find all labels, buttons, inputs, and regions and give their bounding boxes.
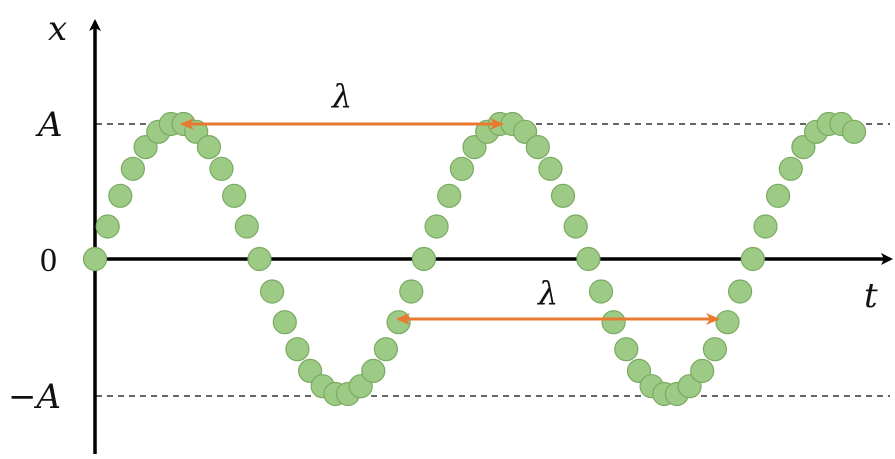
wave-dot (373, 337, 398, 362)
wave-dot (525, 135, 550, 160)
wave-dot (753, 214, 778, 239)
wave-dot (550, 183, 576, 208)
wave-dot (727, 279, 753, 304)
wave-dot (234, 214, 259, 239)
wave-dot (386, 310, 411, 335)
wave-dot (563, 214, 588, 239)
wave-dot (614, 337, 639, 362)
wave-dot (576, 246, 601, 272)
wave-dot (285, 337, 310, 362)
wave-dot (437, 183, 462, 208)
wave-dot (778, 156, 803, 181)
wave-dot (702, 337, 728, 362)
wave-dot (601, 310, 626, 335)
wave-dot (272, 310, 297, 335)
tick-label-negative-amplitude: −A (8, 377, 61, 417)
wave-dot (841, 119, 867, 144)
wave-dot (95, 214, 120, 239)
wave-dot (260, 279, 285, 304)
lower-wavelength-label: λ (536, 274, 558, 312)
wave-dot (588, 279, 614, 304)
tick-label-zero: 0 (40, 242, 57, 279)
wave-dot (82, 246, 108, 272)
wave-dot (740, 246, 765, 272)
vertical-axis-label: x (48, 9, 67, 49)
wave-dot (765, 183, 791, 208)
wave-dot (411, 246, 436, 272)
wave-dot (196, 135, 221, 160)
wave-dot (449, 156, 474, 181)
wave-dot (108, 183, 133, 208)
horizontal-axis-label: t (864, 276, 878, 316)
wave-dot (538, 156, 563, 181)
upper-wavelength-label: λ (330, 77, 352, 115)
wave-dot (120, 156, 145, 181)
wave-dot (361, 358, 386, 383)
wave-dot (690, 358, 715, 383)
wave-dot (222, 183, 247, 208)
wave-dots (82, 111, 867, 407)
wave-dot (424, 214, 449, 239)
wave-dot (715, 310, 740, 335)
wave-dot (209, 156, 234, 181)
tick-label-amplitude: A (35, 105, 63, 145)
wave-dot (399, 279, 424, 304)
wave-dot (247, 246, 272, 272)
